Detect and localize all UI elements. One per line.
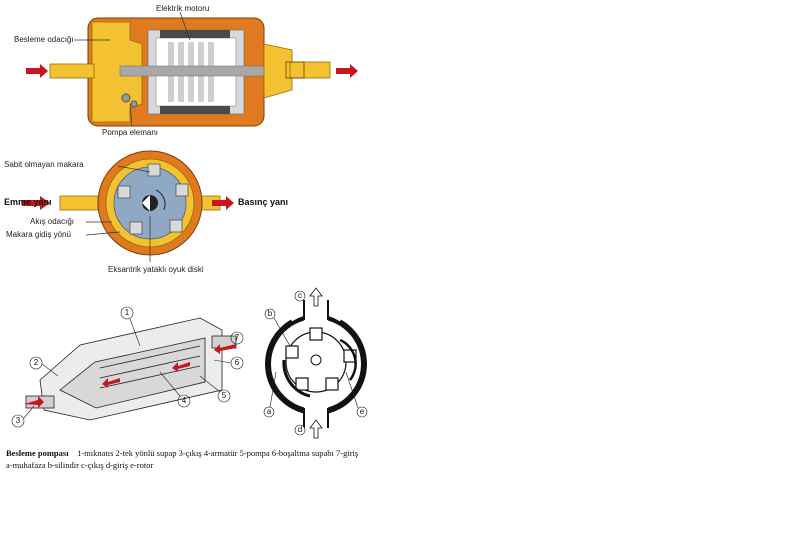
- label-feed-chamber: Besleme odacığı: [14, 35, 74, 44]
- caption-legend-numbers: 1-mıknatıs 2-tek yönlü supap 3-çıkış 4-a…: [77, 448, 359, 458]
- caption-line-1: Besleme pompası 1-mıknatıs 2-tek yönlü s…: [6, 448, 358, 458]
- label-electric-motor: Elektrik motoru: [156, 4, 210, 13]
- callout-a: a: [266, 407, 272, 416]
- callout-d: d: [297, 425, 303, 434]
- roller-cross-section: [263, 287, 368, 439]
- inlet-arrow: [26, 64, 48, 78]
- callout-b: b: [267, 309, 273, 318]
- rollers: [117, 163, 189, 235]
- callout-5: 5: [221, 391, 227, 400]
- callout-3: 3: [15, 416, 21, 425]
- label-roller: Sabit olmayan makara: [4, 160, 84, 169]
- outlet-arrow: [336, 64, 358, 78]
- label-eccentric-disc: Eksantrik yataklı oyuk diski: [108, 265, 204, 274]
- callout-6: 6: [234, 358, 240, 367]
- label-pressure-side: Basınç yanı: [238, 197, 289, 207]
- caption-legend-letters: a-muhafaza b-silindir c-çıkış d-giriş e-…: [6, 460, 154, 470]
- label-flow-chamber: Akış odacığı: [30, 217, 75, 226]
- callout-1: 1: [124, 308, 130, 317]
- callout-2: 2: [33, 358, 39, 367]
- label-roller-direction: Makara gidiş yönü: [6, 230, 71, 239]
- schematic-pump-drawing: [25, 317, 237, 421]
- callout-c: c: [298, 291, 302, 300]
- label-suction-side: Emme yanı: [4, 197, 52, 207]
- label-pump-element: Pompa elemanı: [102, 128, 159, 137]
- callout-7: 7: [234, 333, 240, 342]
- callout-e: e: [359, 407, 365, 416]
- caption-title: Besleme pompası: [6, 448, 69, 458]
- callout-4: 4: [181, 396, 187, 405]
